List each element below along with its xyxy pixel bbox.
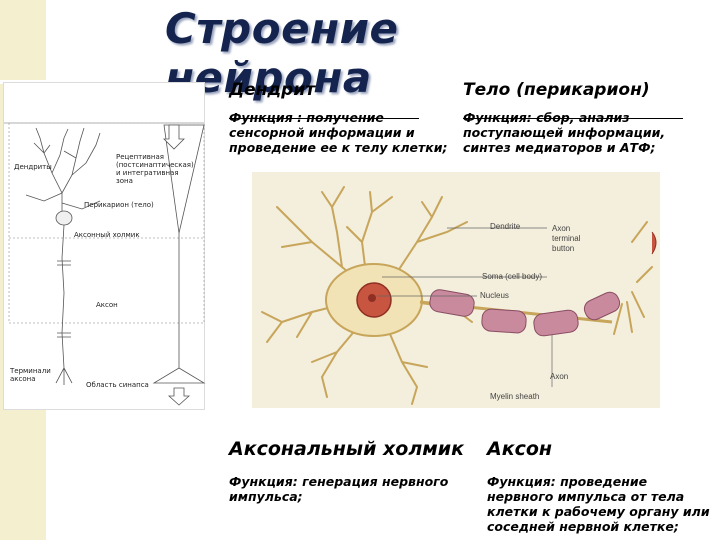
- axon-terminal-line: terminal: [552, 234, 581, 243]
- receptive-zone-line: (постсинаптическая): [116, 161, 194, 169]
- schematic-label-terminals: Терминали аксона: [10, 367, 51, 383]
- label-axon: Axon: [550, 372, 569, 381]
- soma-header: Тело (перикарион): [463, 80, 650, 100]
- label-nucleus: Nucleus: [480, 291, 509, 300]
- dendrite-header: Дендрит: [229, 80, 316, 100]
- dendrite-rule: [229, 118, 419, 119]
- terminals-line: аксона: [10, 375, 36, 383]
- schematic-label-receptive-zone: Рецептивная (постсинаптическая) и интегр…: [116, 153, 194, 185]
- neuron-schematic: Дендриты Рецептивная (постсинаптическая)…: [3, 82, 206, 410]
- label-dendrite: Dendrite: [490, 222, 521, 231]
- axon-description: Функция: проведение нервного импульса от…: [487, 474, 710, 534]
- receptive-zone-line: и интегративная: [116, 169, 179, 177]
- soma-desc-line: Функция: сбор, анализ: [463, 110, 630, 125]
- label-soma: Soma (cell body): [482, 272, 543, 281]
- page-title: Строение нейрона: [165, 4, 399, 102]
- schematic-label-synapse: Область синапса: [86, 381, 149, 389]
- axon-desc-line: соседней нервной клетке;: [487, 519, 679, 534]
- neuron-schematic-drawing: [4, 122, 206, 406]
- receptive-zone-line: Рецептивная: [116, 153, 165, 161]
- axon-desc-line: клетки к рабочему органу или: [487, 504, 710, 519]
- dendrite-desc-line: сенсорной информации и: [229, 125, 415, 140]
- dendrite-desc-line: проведение ее к телу клетки;: [229, 140, 448, 155]
- soma-rule: [463, 118, 683, 119]
- soma-description: Функция: сбор, анализ поступающей информ…: [463, 110, 665, 155]
- label-axon-terminal: Axon terminal button: [552, 224, 580, 254]
- label-myelin-sheath: Myelin sheath: [490, 392, 540, 401]
- axon-terminal-line: button: [552, 244, 575, 253]
- neuron-illustration-drawing: [261, 186, 657, 405]
- axon-header: Аксон: [487, 438, 553, 460]
- dendrite-desc-line: Функция : получение: [229, 110, 384, 125]
- terminals-line: Терминали: [10, 367, 51, 375]
- schematic-label-perikaryon: Перикарион (тело): [84, 201, 154, 209]
- soma-desc-line: поступающей информации,: [463, 125, 666, 140]
- schematic-label-dendrites: Дендриты: [14, 163, 52, 171]
- axon-desc-line: Функция: проведение: [487, 474, 648, 489]
- hillock-description: Функция: генерация нервного импульса;: [229, 474, 448, 504]
- hillock-desc-line: Функция: генерация нервного: [229, 474, 449, 489]
- axon-terminal-line: Axon: [552, 224, 571, 233]
- hillock-header: Аксональный холмик: [229, 438, 464, 460]
- neuron-illustration: Dendrite Axon terminal button Soma (cell…: [252, 172, 660, 408]
- soma-desc-line: синтез медиаторов и АТФ;: [463, 140, 656, 155]
- schematic-label-hillock: Аксонный холмик: [74, 231, 140, 239]
- receptive-zone-line: зона: [116, 177, 133, 185]
- hillock-desc-line: импульса;: [229, 489, 303, 504]
- axon-desc-line: нервного импульса от тела: [487, 489, 685, 504]
- schematic-label-axon: Аксон: [96, 301, 118, 309]
- dendrite-description: Функция : получение сенсорной информации…: [229, 110, 447, 155]
